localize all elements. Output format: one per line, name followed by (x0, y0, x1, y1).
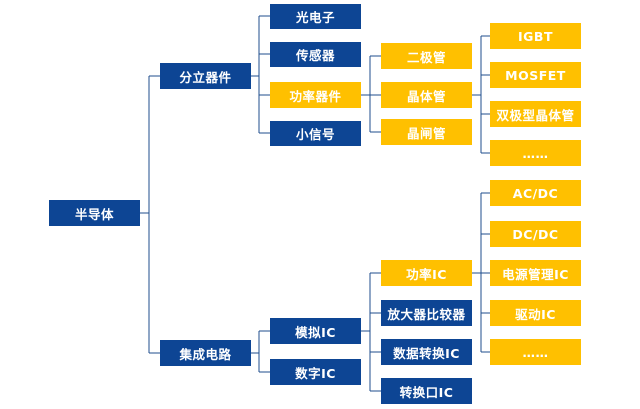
node-driver-ic: 驱动IC (490, 300, 581, 326)
node-diode: 二极管 (381, 43, 472, 69)
connector-transistor-bus (472, 35, 490, 154)
node-discrete-devices: 分立器件 (160, 63, 251, 89)
node-power-ic: 功率IC (381, 260, 472, 286)
node-integrated-circuits: 集成电路 (160, 340, 251, 366)
node-small-signal: 小信号 (270, 121, 361, 146)
node-optoelectronics: 光电子 (270, 4, 361, 29)
node-power-ic-more: …… (490, 339, 581, 365)
connector-root-bus (140, 75, 160, 354)
node-transistor-more: …… (490, 140, 581, 166)
node-power-devices: 功率器件 (270, 82, 361, 108)
node-mosfet: MOSFET (490, 62, 581, 88)
node-power-management-ic: 电源管理IC (490, 260, 581, 286)
connector-ic-bus (251, 330, 270, 373)
connector-power-device-bus (361, 55, 381, 133)
connector-analog-bus (361, 272, 381, 392)
node-dcdc: DC/DC (490, 221, 581, 247)
node-bipolar-transistor: 双极型晶体管 (490, 101, 581, 127)
node-sensors: 传感器 (270, 42, 361, 67)
node-thyristor: 晶闸管 (381, 119, 472, 145)
node-interface-ic: 转换口IC (381, 378, 472, 404)
node-analog-ic: 模拟IC (270, 318, 361, 344)
node-amplifier-comparator: 放大器比较器 (381, 300, 472, 326)
node-acdc: AC/DC (490, 180, 581, 206)
node-digital-ic: 数字IC (270, 359, 361, 385)
node-semiconductor: 半导体 (49, 200, 140, 226)
connector-discrete-bus (251, 15, 270, 134)
connector-power-ic-bus (472, 192, 490, 353)
node-igbt: IGBT (490, 23, 581, 49)
node-transistor: 晶体管 (381, 82, 472, 108)
node-data-converter-ic: 数据转换IC (381, 339, 472, 365)
